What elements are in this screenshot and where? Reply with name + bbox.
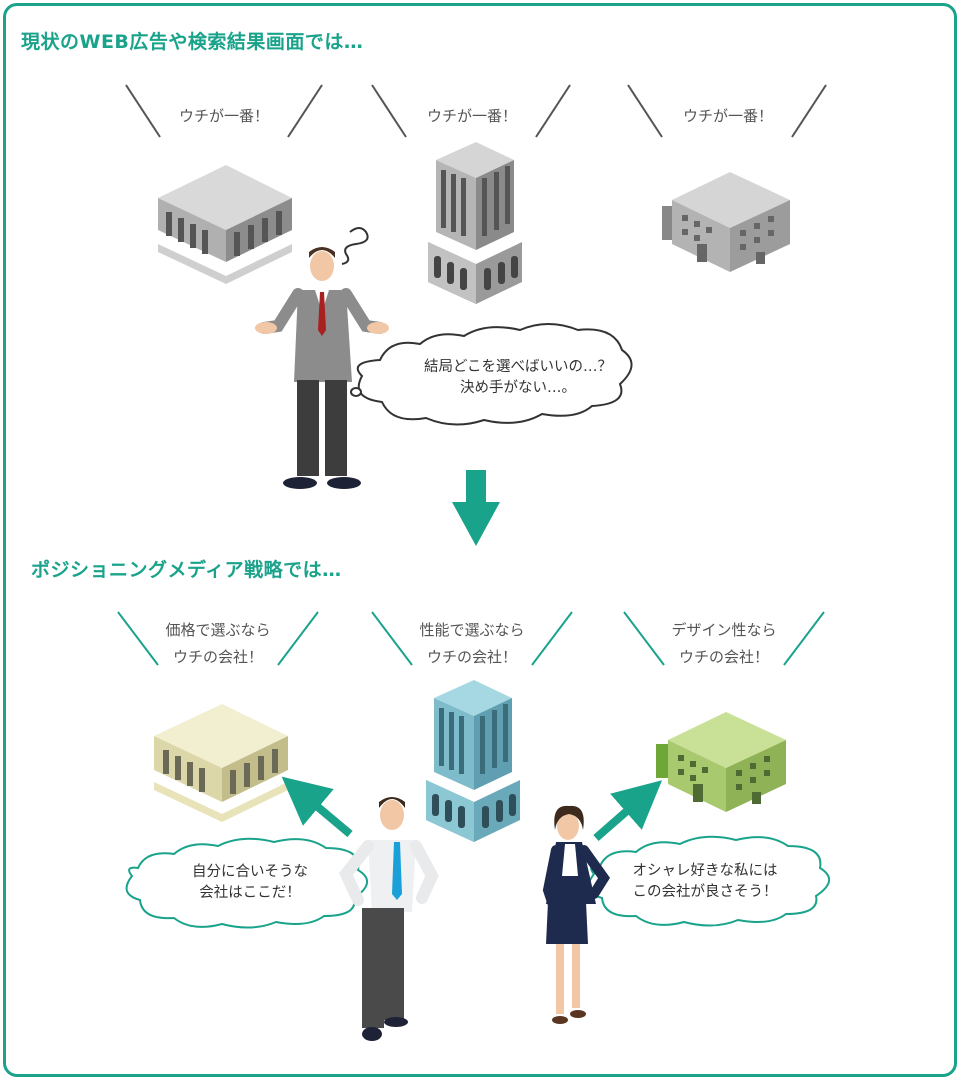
thought-line-1: 自分に合いそうな [192, 864, 308, 880]
yellow-low-building [154, 704, 288, 822]
down-arrow [452, 470, 500, 546]
thought-line-2: 会社はここだ！ [199, 885, 301, 901]
thought-cloud-man [125, 837, 368, 929]
thought-cloud-woman [587, 835, 830, 927]
callout-line-1: デザイン性なら [671, 621, 777, 639]
thought-cloud-man-text: 自分に合いそうな 会社はここだ！ [150, 862, 350, 904]
thought-cloud-1 [350, 323, 633, 426]
section1-callout-3: ウチが一番！ [682, 107, 773, 125]
arrow-to-yellow [281, 776, 353, 838]
callout-line-1: 価格で選ぶなら [165, 621, 271, 639]
businessman [339, 797, 439, 1041]
confused-businessman [255, 227, 389, 489]
section2-heading: ポジショニングメディア戦略では… [31, 559, 342, 581]
callout-line-2: ウチの会社！ [172, 648, 263, 666]
section1-callout-2: ウチが一番！ [426, 107, 517, 125]
gray-office-building [662, 172, 790, 272]
outer-frame [3, 3, 957, 1077]
callout-line-1: 性能で選ぶなら [419, 621, 525, 639]
gray-tower-building [428, 142, 522, 304]
callout-line-2: ウチの会社！ [426, 648, 517, 666]
section1-callout-lines [125, 84, 827, 138]
thought-line-1: 結局どこを選べばいいの…？ [423, 359, 613, 375]
blue-tower-building [426, 680, 520, 842]
businesswoman [542, 805, 611, 1024]
section1-heading: 現状のWEB広告や検索結果画面では… [21, 31, 364, 53]
section2-callout-1: 価格で選ぶなら ウチの会社！ [148, 617, 288, 671]
section2-callout-2: 性能で選ぶなら ウチの会社！ [402, 617, 542, 671]
callout-line-2: ウチの会社！ [678, 648, 769, 666]
section1-callout-1: ウチが一番！ [178, 107, 269, 125]
thought-line-2: この会社が良さそう！ [632, 884, 778, 900]
green-office-building [656, 712, 786, 812]
section2-callout-3: デザイン性なら ウチの会社！ [654, 617, 794, 671]
thought-line-2: 決め手がない…。 [460, 380, 576, 396]
section2-callout-lines [117, 611, 825, 666]
thought-cloud-woman-text: オシャレ好きな私には この会社が良さそう！ [600, 861, 810, 903]
thought-line-1: オシャレ好きな私には [632, 863, 778, 879]
gray-low-building [158, 165, 292, 284]
arrow-to-green [593, 780, 663, 842]
thought-cloud-1-text: 結局どこを選べばいいの…？ 決め手がない…。 [388, 357, 648, 399]
